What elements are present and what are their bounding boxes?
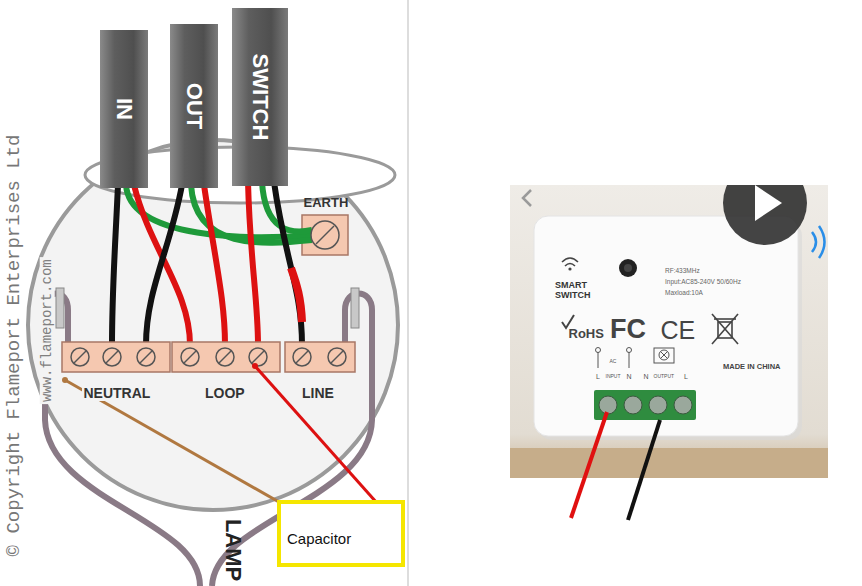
terminal-mark: [627, 348, 632, 353]
screw: [249, 348, 267, 366]
neutral-wire: [112, 185, 118, 345]
screw: [311, 221, 339, 249]
terminal-mark: [596, 348, 601, 353]
origin-mark: MADE IN CHINA: [723, 363, 781, 371]
terminal-mark: [629, 352, 630, 368]
cert-mark: RoHS: [569, 327, 604, 341]
capacitor-lead: [255, 366, 385, 512]
cable-sheath: IN: [100, 30, 148, 188]
lead-dot: [62, 377, 68, 383]
terminal-name: LOOP: [203, 386, 247, 401]
screw: [137, 348, 155, 366]
weee-bin-icon: [712, 314, 738, 344]
screw-slot: [106, 351, 118, 363]
previous-arrow: [523, 190, 531, 206]
flex-label: LAMP: [221, 519, 245, 581]
screw: [216, 348, 234, 366]
lamp-symbol: [659, 350, 669, 360]
cert-mark: FC: [610, 315, 646, 345]
screw-slot: [316, 226, 334, 244]
play-button: [723, 185, 807, 245]
pin-group: INPUT: [606, 374, 621, 380]
table-surface: [510, 448, 828, 478]
flex-grip: [56, 288, 64, 328]
spec-text: Maxload:10A: [665, 289, 703, 296]
lamp-flex: [45, 294, 200, 586]
spec-text: RF:433MHz: [665, 267, 700, 274]
terminal-screws: [599, 396, 692, 414]
component-name: Capacitor: [287, 530, 351, 547]
screw: [293, 348, 311, 366]
screw: [181, 348, 199, 366]
screw: [71, 348, 89, 366]
terminal-symbols: [596, 348, 675, 369]
pin-name: N: [644, 373, 649, 381]
live-wire: [248, 182, 258, 345]
flex-grip: [351, 288, 359, 328]
terminal-name: EARTH: [304, 196, 349, 210]
screw-slot: [140, 351, 152, 363]
terminal-block: [285, 342, 355, 372]
capacitor-box: Capacitor: [277, 500, 405, 567]
neutral-wire: [146, 185, 182, 345]
lamp-flex: [212, 294, 372, 586]
live-wire: [134, 185, 190, 345]
green-terminal-block: [594, 390, 696, 420]
screw: [328, 348, 346, 366]
pin-name: L: [596, 373, 600, 381]
terminal-name: NEUTRAL: [82, 386, 153, 401]
screw-slot: [219, 351, 231, 363]
wifi-signal: [812, 226, 825, 258]
capacitor-lead: [65, 380, 300, 514]
screw-slot: [184, 351, 196, 363]
red-sleeve: [291, 268, 302, 322]
bin-cross: [712, 314, 738, 344]
screw-slot: [296, 351, 308, 363]
screw-slot: [331, 351, 343, 363]
screw: [649, 396, 667, 414]
cable-sheath: OUT: [170, 24, 218, 188]
terminal-block: [172, 342, 280, 372]
pin-name: L: [684, 373, 688, 381]
product-name: SMART SWITCH: [555, 281, 599, 301]
cable-label: IN: [111, 98, 137, 120]
lead-dot: [252, 363, 258, 369]
wifi-icon: [562, 258, 578, 266]
terminal-block: [62, 342, 170, 372]
copyright-note: © Copyright Flameport Enterprises Ltd: [4, 134, 25, 556]
screw-slot: [74, 351, 86, 363]
lamp-symbol: [661, 352, 668, 359]
play-triangle: [755, 185, 782, 221]
screw: [674, 396, 692, 414]
wifi-icon: [568, 267, 571, 270]
pin-group: AC: [610, 359, 617, 365]
output-box: [654, 348, 674, 363]
cable-label: OUT: [181, 83, 207, 129]
screw: [103, 348, 121, 366]
cert-mark: CE: [661, 317, 696, 345]
pair-button: [619, 259, 637, 277]
terminal-screws: [71, 221, 346, 366]
cable-label: SWITCH: [247, 54, 273, 141]
smart-switch-photo: [510, 185, 828, 478]
switched-live-wire: [274, 182, 302, 345]
red-wire: [571, 412, 607, 518]
spec-text: Input:AC85-240V 50/60Hz: [665, 278, 741, 285]
bin-cross: [712, 314, 738, 344]
screw: [599, 396, 617, 414]
website-watermark: www.flameport.com: [39, 257, 54, 404]
terminal-mark: [598, 352, 599, 368]
live-wire: [204, 185, 225, 345]
pair-button: [624, 264, 632, 272]
cable-sheath: SWITCH: [232, 8, 288, 186]
pin-group: OUTPUT: [654, 374, 675, 380]
device-body: [534, 216, 798, 436]
pin-name: N: [627, 373, 632, 381]
panel-divider: [407, 0, 409, 586]
black-wire: [628, 420, 660, 520]
screw: [624, 396, 642, 414]
screw-slot: [252, 351, 264, 363]
terminal-name: LINE: [300, 386, 336, 401]
lamp-symbol: [661, 352, 668, 359]
